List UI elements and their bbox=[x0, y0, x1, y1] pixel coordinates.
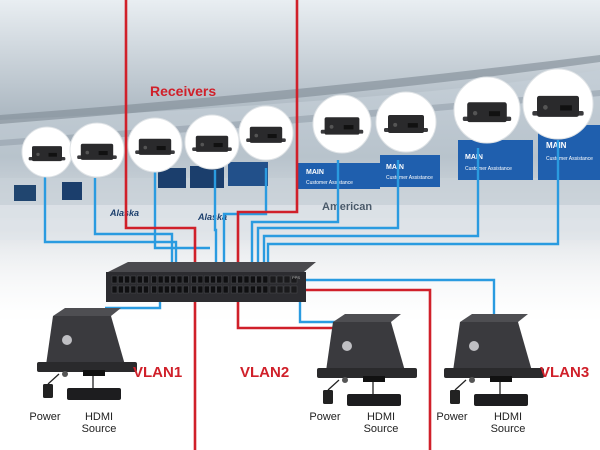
sign-assist-text: Customer Assistance bbox=[465, 166, 512, 172]
hdmi-source-label-2: HDMI Source bbox=[356, 411, 406, 435]
hdmi-text: HDMI bbox=[493, 411, 523, 423]
receiver-8 bbox=[453, 76, 521, 144]
sign-main-text: MAIN bbox=[306, 169, 324, 176]
american-logo-text: American bbox=[322, 201, 372, 213]
sign-assist-text: Customer Assistance bbox=[306, 180, 353, 186]
sign-main-text: MAIN bbox=[546, 141, 567, 150]
power-label-3: Power bbox=[436, 411, 468, 423]
sign-assist-text: Customer Assistance bbox=[386, 175, 433, 181]
hdmi-source-label-1: HDMI Source bbox=[74, 411, 124, 435]
hdmi-source-label-3: HDMI Source bbox=[483, 411, 533, 435]
receivers-title: Receivers bbox=[150, 83, 217, 99]
sign-main-text: MAIN bbox=[386, 164, 404, 171]
network-switch: PPS bbox=[106, 262, 316, 302]
vlan2-label: VLAN2 bbox=[240, 364, 290, 381]
receiver-9 bbox=[522, 68, 594, 140]
source-text: Source bbox=[363, 423, 399, 435]
transmitter-1 bbox=[37, 308, 137, 400]
alaska-logo-text: Alaska bbox=[197, 212, 227, 222]
sign-main-3: MAIN Customer Assistance bbox=[458, 140, 533, 180]
receiver-2 bbox=[69, 122, 125, 178]
receiver-1 bbox=[21, 126, 73, 178]
vlan3-label: VLAN3 bbox=[540, 364, 590, 381]
red-cables bbox=[124, 0, 432, 450]
receiver-5 bbox=[238, 105, 294, 161]
sign-main-text: MAIN bbox=[465, 154, 483, 161]
alaska-logo-text: Alaska bbox=[109, 208, 139, 218]
receiver-3 bbox=[127, 117, 183, 173]
receiver-7 bbox=[375, 91, 437, 153]
sign-main-2: MAIN Customer Assistance bbox=[380, 155, 440, 187]
transmitters-group bbox=[37, 308, 544, 406]
transmitter-3 bbox=[444, 314, 544, 406]
receiver-4 bbox=[184, 114, 240, 170]
source-text: Source bbox=[81, 423, 117, 435]
transmitter-2 bbox=[317, 314, 417, 406]
receivers-group bbox=[21, 68, 594, 178]
power-label-1: Power bbox=[29, 411, 61, 423]
receiver-6 bbox=[312, 94, 372, 154]
vlan1-label: VLAN1 bbox=[133, 364, 183, 381]
svg-text:PPS: PPS bbox=[292, 275, 300, 280]
hdmi-text: HDMI bbox=[84, 411, 114, 423]
blue-cables bbox=[43, 140, 560, 324]
sign-assist-text: Customer Assistance bbox=[546, 156, 593, 162]
hdmi-text: HDMI bbox=[366, 411, 396, 423]
source-text: Source bbox=[490, 423, 526, 435]
power-label-2: Power bbox=[309, 411, 341, 423]
